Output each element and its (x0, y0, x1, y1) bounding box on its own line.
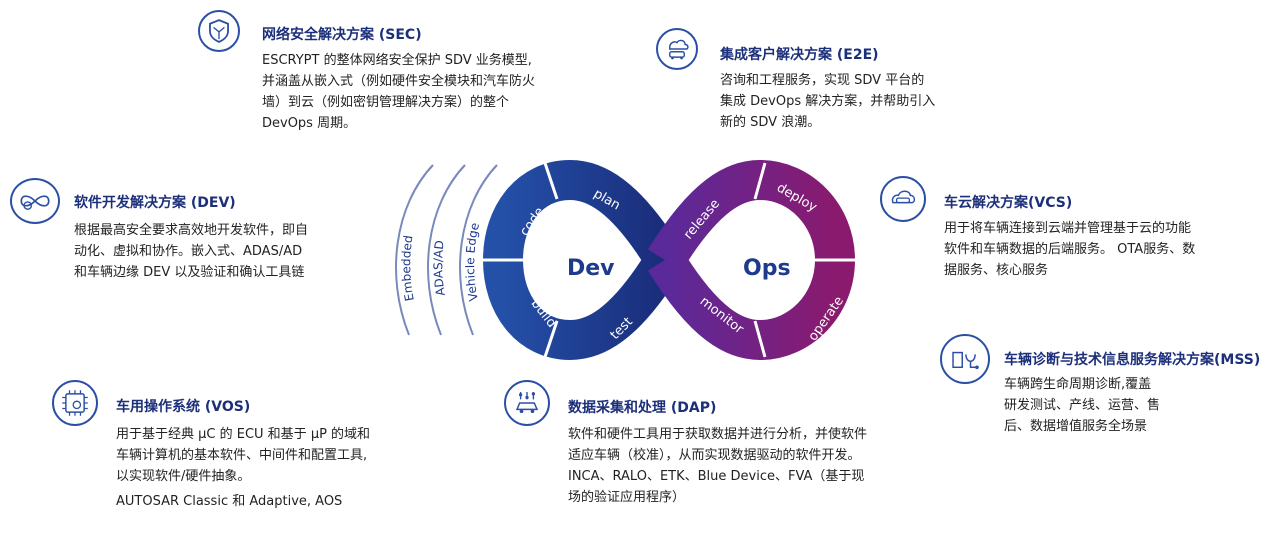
dap-line: INCA、RALO、ETK、Blue Device、FVA（基于现 (568, 469, 865, 484)
ops-label: Ops (743, 256, 791, 281)
devops-infinity-loop: Embedded ADAS/AD Vehicle Edge code plan … (395, 159, 856, 361)
chip-gear-icon (52, 380, 98, 426)
infinity-gear-icon (10, 178, 60, 224)
vcs-line: 据服务、核心服务 (944, 263, 1049, 278)
dev-line: 和车辆边缘 DEV 以及验证和确认工具链 (74, 265, 305, 280)
shield-icon (198, 10, 240, 52)
dap-title: 数据采集和处理 (DAP) (568, 400, 717, 416)
side-arcs: Embedded ADAS/AD Vehicle Edge (395, 164, 498, 336)
dap-body: 软件和硬件工具用于获取数据并进行分析，并使软件 适应车辆（校准），从而实现数据驱… (568, 424, 948, 508)
mss-title: 车辆诊断与技术信息服务解决方案(MSS) (1004, 352, 1261, 368)
vcs-body: 用于将车辆连接到云端并管理基于云的功能 软件和车辆数据的后端服务。 OTA服务、… (944, 218, 1264, 281)
vos-title: 车用操作系统 (VOS) (116, 399, 251, 415)
vos-line: 用于基于经典 μC 的 ECU 和基于 μP 的域和 (116, 427, 371, 442)
dap-line: 场的验证应用程序） (568, 490, 686, 505)
sec-title: 网络安全解决方案 (SEC) (262, 27, 422, 43)
vos-body: 用于基于经典 μC 的 ECU 和基于 μP 的域和 车辆计算机的基本软件、中间… (116, 424, 436, 512)
dev-label: Dev (567, 256, 615, 281)
segment-dividers (483, 162, 855, 358)
dev-line: 动化、虚拟和协作。嵌入式、ADAS/AD (74, 244, 303, 259)
mss-body: 车辆跨生命周期诊断,覆盖 研发测试、产线、运营、售 后、数据增值服务全场景 (1004, 374, 1264, 437)
mss-line: 后、数据增值服务全场景 (1004, 419, 1148, 434)
vos-extra: AUTOSAR Classic 和 Adaptive, AOS (116, 494, 343, 509)
vcs-title: 车云解决方案(VCS) (944, 195, 1073, 211)
dev-title: 软件开发解决方案 (DEV) (74, 195, 236, 211)
arc-label: Vehicle Edge (463, 221, 482, 302)
vos-line: 以实现软件/硬件抽象。 (116, 469, 251, 484)
arc-label: ADAS/AD (431, 240, 448, 297)
e2e-title: 集成客户解决方案 (E2E) (720, 47, 879, 63)
sec-line: 墙）到云（例如密钥管理解决方案）的整个 (262, 95, 510, 110)
e2e-line: 咨询和工程服务，实现 SDV 平台的 (720, 73, 925, 88)
e2e-body: 咨询和工程服务，实现 SDV 平台的 集成 DevOps 解决方案，并帮助引入 … (720, 70, 1020, 133)
vcs-line: 软件和车辆数据的后端服务。 OTA服务、数 (944, 242, 1196, 257)
mss-line: 研发测试、产线、运营、售 (1004, 398, 1161, 413)
mss-line: 车辆跨生命周期诊断,覆盖 (1004, 377, 1152, 392)
dap-line: 适应车辆（校准），从而实现数据驱动的软件开发。 (568, 448, 861, 463)
sec-body: ESCRYPT 的整体网络安全保护 SDV 业务模型, 并涵盖从嵌入式（例如硬件… (262, 50, 622, 134)
sec-line: ESCRYPT 的整体网络安全保护 SDV 业务模型, (262, 53, 532, 68)
car-sliders-icon (504, 380, 550, 426)
cloud-car-icon (656, 28, 698, 70)
dev-body: 根据最高安全要求高效地开发软件，即自 动化、虚拟和协作。嵌入式、ADAS/AD … (74, 220, 394, 283)
dev-line: 根据最高安全要求高效地开发软件，即自 (74, 223, 309, 238)
e2e-line: 新的 SDV 浪潮。 (720, 115, 821, 130)
e2e-line: 集成 DevOps 解决方案，并帮助引入 (720, 94, 936, 109)
sec-line: 并涵盖从嵌入式（例如硬件安全模块和汽车防火 (262, 74, 536, 89)
diagnostic-icon (940, 334, 990, 384)
vcs-line: 用于将车辆连接到云端并管理基于云的功能 (944, 221, 1192, 236)
vos-line: 车辆计算机的基本软件、中间件和配置工具, (116, 448, 368, 463)
dap-line: 软件和硬件工具用于获取数据并进行分析，并使软件 (568, 427, 868, 442)
sec-line: DevOps 周期。 (262, 116, 357, 131)
cloud-car-icon (880, 176, 926, 222)
arc-label: Embedded (399, 234, 417, 302)
